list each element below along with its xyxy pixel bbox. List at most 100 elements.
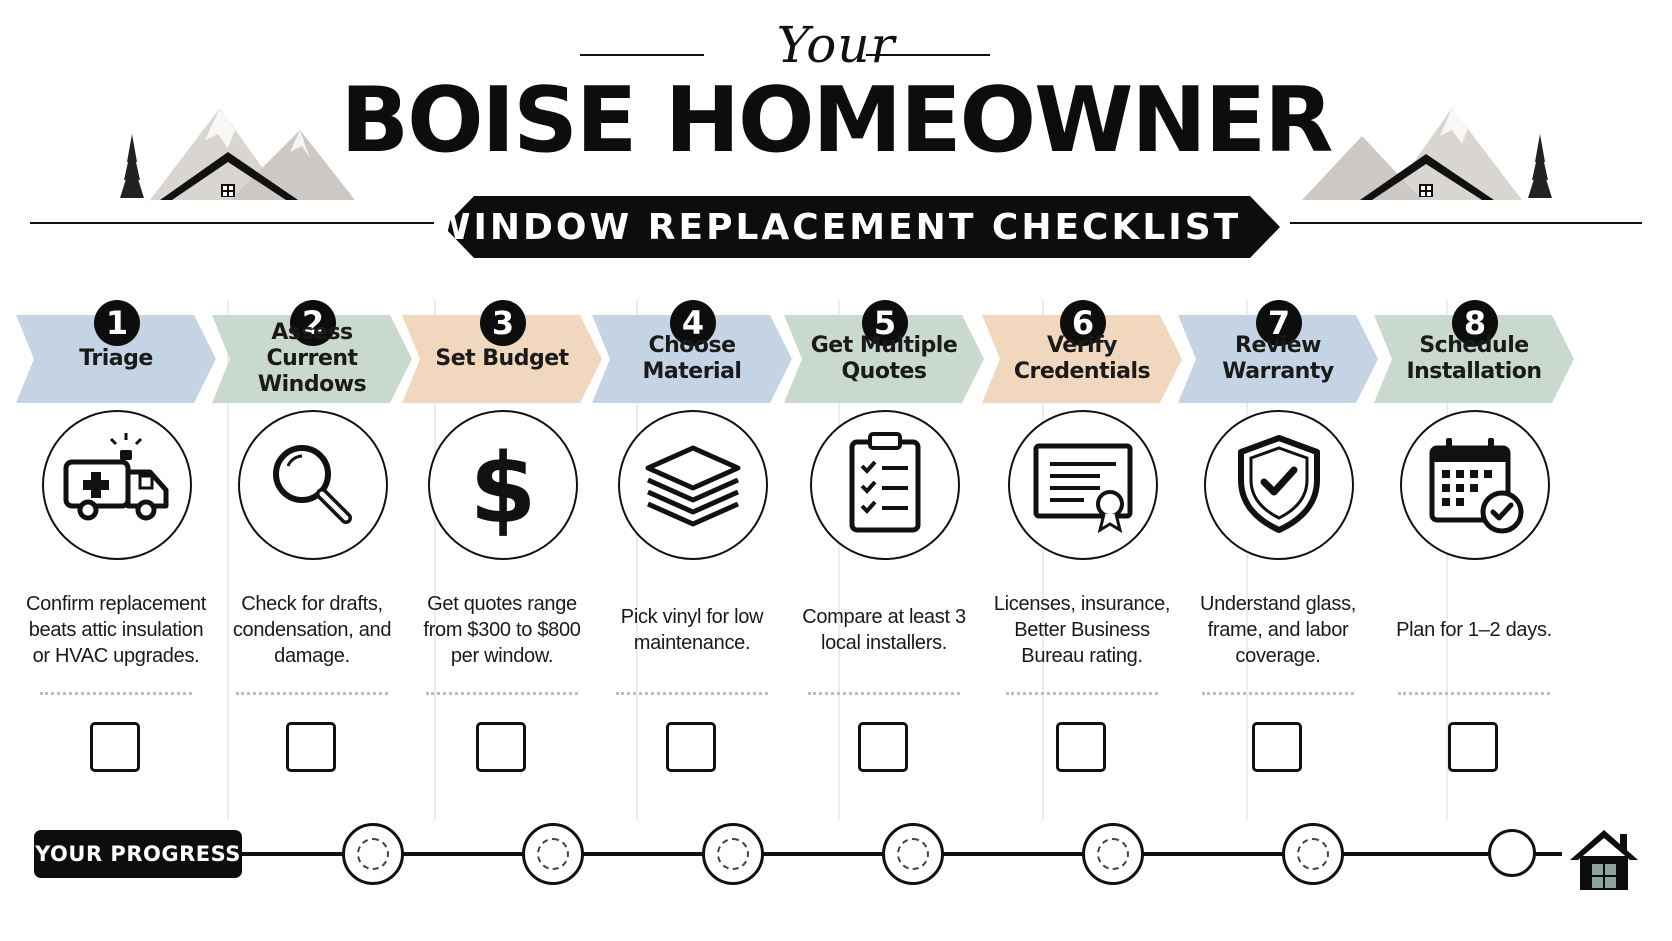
script-title: Your (776, 16, 896, 74)
step-title: Triage (79, 346, 153, 371)
magnifying-glass-icon (273, 445, 352, 524)
progress-node (1082, 823, 1144, 885)
step-number-badge: 4 (670, 300, 716, 346)
step-chevron (982, 315, 1182, 403)
step-chevron (402, 315, 602, 403)
progress-node (1282, 823, 1344, 885)
dotted-divider (40, 692, 192, 695)
step-description: Understand glass, frame, and labor cover… (1199, 593, 1357, 667)
dotted-divider (236, 692, 388, 695)
progress-node-inner (897, 838, 929, 870)
clipboard-checklist-icon (849, 432, 921, 533)
ambulance-icon (63, 433, 169, 521)
step-title: Choose Material (642, 333, 742, 384)
header-rule-left (30, 222, 434, 224)
step-description: Compare at least 3 local installers. (802, 606, 966, 654)
header-rule-left-top (580, 54, 704, 56)
calendar-check-icon (1429, 438, 1524, 534)
step-checkbox[interactable] (476, 722, 526, 772)
column-divider (227, 300, 229, 820)
step-icon-circle (1204, 410, 1354, 560)
step-title: Get Multiple Quotes (810, 333, 958, 384)
step-icon-circle (1400, 410, 1550, 560)
step-chevron (1178, 315, 1378, 403)
column-divider (434, 300, 436, 820)
mountains-left-icon (120, 108, 355, 200)
step-column-7: 7 Review Warranty Understand glass, fram… (1178, 300, 1378, 830)
banner-ribbon (444, 196, 1280, 258)
progress-node-inner (717, 838, 749, 870)
step-description: Check for drafts, condensation, and dama… (232, 593, 392, 667)
step-title: Verify Credentials (1013, 333, 1151, 384)
step-icon-circle (42, 410, 192, 560)
step-number-badge: 5 (862, 300, 908, 346)
step-description: Pick vinyl for low maintenance. (620, 606, 764, 654)
progress-node-inner (1097, 838, 1129, 870)
dotted-divider (1398, 692, 1550, 695)
column-divider (1042, 300, 1044, 820)
step-column-8: 8 Schedule Installation Plan for 1–2 day… (1374, 300, 1574, 830)
step-chevron (592, 315, 792, 403)
step-number-badge: 2 (290, 300, 336, 346)
dotted-divider (1202, 692, 1354, 695)
progress-node (882, 823, 944, 885)
step-description: Licenses, insurance, Better Business Bur… (993, 593, 1171, 667)
svg-text:$: $ (470, 433, 537, 545)
dollar-sign-icon: $ (470, 433, 537, 545)
step-column-6: 6 Verify Credentials Licenses, insurance… (982, 300, 1182, 830)
step-description: Get quotes range from $300 to $800 per w… (423, 593, 581, 667)
step-number-badge: 6 (1060, 300, 1106, 346)
step-column-1: 1 Triage Confirm replacement beats attic… (16, 300, 216, 830)
dotted-divider (808, 692, 960, 695)
step-number-badge: 8 (1452, 300, 1498, 346)
dotted-divider (426, 692, 578, 695)
page-title: BOISE HOMEOWNER (340, 68, 1334, 173)
progress-node-inner (537, 838, 569, 870)
step-checkbox[interactable] (1056, 722, 1106, 772)
step-icon-circle (618, 410, 768, 560)
shield-check-icon (1238, 435, 1320, 533)
step-checkbox[interactable] (286, 722, 336, 772)
step-checkbox[interactable] (1252, 722, 1302, 772)
step-title: Schedule Installation (1406, 333, 1542, 384)
step-chevron (1374, 315, 1574, 403)
step-icon-circle: $ (428, 410, 578, 560)
step-checkbox[interactable] (666, 722, 716, 772)
header-rule-right-top (866, 54, 990, 56)
step-icon-circle (810, 410, 960, 560)
banner-title: WINDOW REPLACEMENT CHECKLIST (430, 207, 1242, 248)
progress-label: YOUR PROGRESS (34, 830, 242, 878)
header-rule-right (1290, 222, 1642, 224)
progress-node-inner (357, 838, 389, 870)
step-chevron (16, 315, 216, 403)
step-column-5: 5 Get Multiple Quotes Compare at least 3… (784, 300, 984, 830)
step-title: Review Warranty (1222, 333, 1334, 384)
layers-icon (645, 445, 741, 527)
step-number-badge: 1 (94, 300, 140, 346)
step-title: Assess Current Windows (257, 320, 367, 397)
progress-node (342, 823, 404, 885)
certificate-icon (1033, 443, 1133, 534)
step-number-badge: 3 (480, 300, 526, 346)
step-checkbox[interactable] (1448, 722, 1498, 772)
step-number-badge: 7 (1256, 300, 1302, 346)
step-chevron (212, 315, 412, 403)
step-icon-circle (238, 410, 388, 560)
step-checkbox[interactable] (858, 722, 908, 772)
step-checkbox[interactable] (90, 722, 140, 772)
step-icon-circle (1008, 410, 1158, 560)
step-title: Set Budget (435, 346, 569, 371)
step-column-4: 4 Choose Material Pick vinyl for low mai… (592, 300, 792, 830)
column-divider (1246, 300, 1248, 820)
column-divider (636, 300, 638, 820)
dotted-divider (1006, 692, 1158, 695)
step-column-3: 3 Set Budget $ Get quotes range from $30… (402, 300, 602, 830)
house-icon (1570, 830, 1638, 890)
progress-end-node (1488, 829, 1536, 877)
progress-node (702, 823, 764, 885)
step-column-2: 2 Assess Current Windows Check for draft… (212, 300, 412, 830)
column-divider (1446, 300, 1448, 820)
mountains-right-icon (1302, 108, 1552, 200)
step-description: Confirm replacement beats attic insulati… (26, 593, 206, 667)
column-divider (838, 300, 840, 820)
